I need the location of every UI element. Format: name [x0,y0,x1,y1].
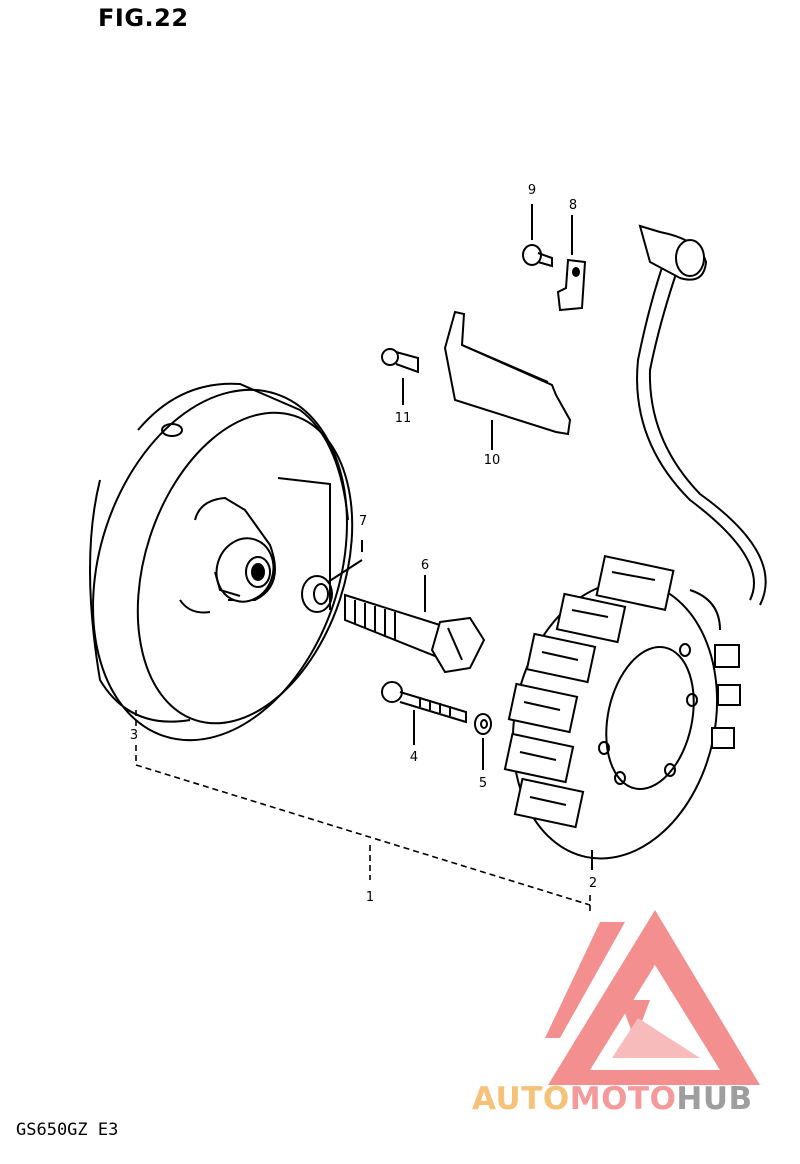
watermark-wordmark: AUTOMOTOHUB [472,1081,753,1117]
watermark-logo-icon [545,910,760,1085]
callout-1: 1 [365,890,375,905]
callout-4: 4 [409,750,419,765]
rotor-bolt-6 [344,575,486,674]
watermark-auto: AUTO [472,1081,570,1117]
rotor-flywheel [89,382,354,742]
cover-plate-10 [443,310,572,450]
callout-7: 7 [358,514,368,529]
screw-9 [522,204,553,268]
callout-6: 6 [420,558,430,573]
watermark-moto: MOTO [569,1081,677,1117]
callout-10: 10 [483,453,501,468]
washer-5 [474,713,492,770]
callout-5: 5 [478,776,488,791]
callout-9: 9 [527,183,537,198]
callout-2: 2 [588,876,598,891]
assembly-bracket-1 [135,710,591,915]
model-code: GS650GZ E3 [16,1120,119,1140]
clamp-8 [556,215,587,312]
screw-4 [381,681,467,745]
washer-7 [301,540,363,613]
callout-3: 3 [129,728,139,743]
callout-11: 11 [394,411,412,426]
watermark-hub: HUB [676,1081,753,1117]
figure-title: FIG.22 [98,4,189,32]
screw-11 [381,348,419,405]
callout-8: 8 [568,198,578,213]
wiring-harness [636,224,767,631]
stator [503,554,741,870]
